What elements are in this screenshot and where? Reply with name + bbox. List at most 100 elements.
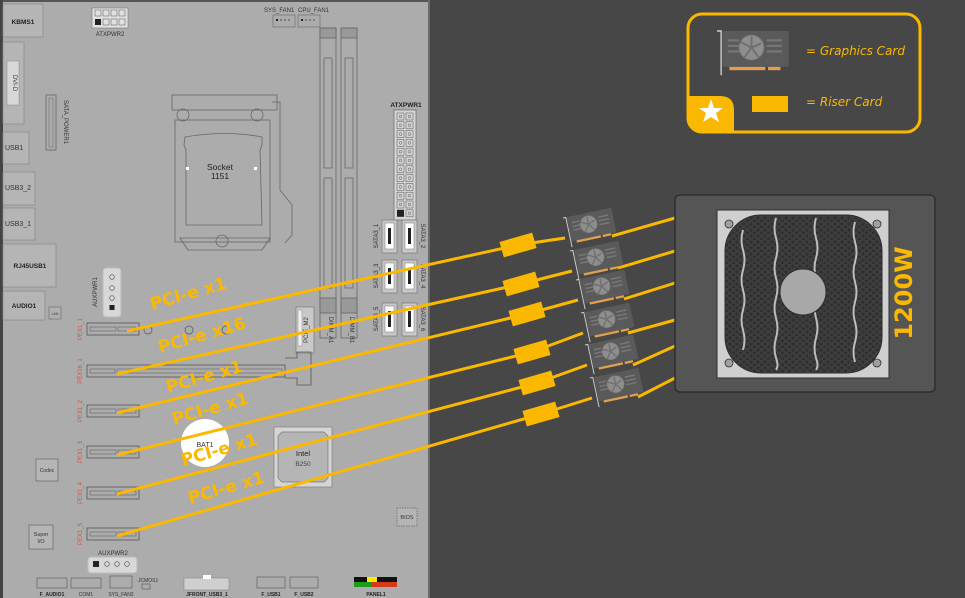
atx-pin-hole [407, 194, 412, 198]
riser-card [513, 339, 551, 365]
atxpwr1-connector: ATXPWR1 [390, 102, 422, 221]
svg-text:DIMM_B1: DIMM_B1 [348, 317, 354, 344]
atx-pin-hole [407, 176, 412, 180]
psu-screw [872, 219, 882, 229]
atx-pin [405, 139, 414, 147]
legend-box [686, 12, 922, 134]
atx-pin [396, 191, 405, 200]
panel1-header: PANEL1 [354, 577, 397, 598]
sata-power-connector: SATA_POWER1 [45, 94, 68, 151]
riser-usb-cable [116, 282, 522, 376]
pcie-slot-id-label: PEX1_2 [78, 399, 84, 422]
riser-card [518, 370, 556, 396]
legend-riser-card-icon [752, 96, 788, 112]
pcie-slot-id-label: PEX1_1 [78, 317, 84, 340]
f-usb2-header: F_USB2 [289, 576, 319, 598]
riser-usb-cable [126, 243, 519, 333]
atx-pin [396, 183, 405, 191]
atx-pin [405, 191, 414, 200]
atx-pin-hole [398, 132, 403, 136]
pcie-slot-id-label: PEX1_4 [78, 481, 84, 504]
svg-text:AUXPWR2: AUXPWR2 [98, 551, 128, 557]
svg-text:RJ45USB1: RJ45USB1 [14, 263, 47, 270]
psu-wattage-label: 1200W [890, 246, 918, 339]
svg-text:JCMOS1: JCMOS1 [138, 578, 159, 584]
auxpwr1-connector: AUXPWR1 [93, 267, 122, 318]
riser-usb-cable [116, 381, 538, 496]
riser-card [499, 232, 537, 258]
atx-pin [396, 130, 405, 138]
riser-usb-cable [116, 312, 528, 415]
atx-pin [405, 200, 414, 209]
jcmos-jumper: JCMOS1 [138, 578, 159, 590]
sata-port-label: SATA3_2 [419, 224, 425, 249]
atx-pin-hole [398, 141, 403, 145]
usb3-1-port: USB3_1 [2, 207, 36, 241]
atx-pin-hole [407, 150, 412, 154]
auxpwr2-connector: AUXPWR2 [87, 551, 138, 574]
atx-pin-hole [407, 167, 412, 171]
rj45-usb-port: RJ45USB1 [2, 243, 57, 288]
atx-pin [396, 156, 405, 165]
com-header: COM1 [70, 577, 102, 598]
atx-pin-hole [398, 114, 403, 119]
atx-pin-hole [407, 123, 412, 127]
svg-text:F_AUDIO1: F_AUDIO1 [40, 592, 65, 598]
atx-pin [405, 174, 414, 182]
atx-pin [396, 112, 405, 121]
atx-pin-hole [407, 132, 412, 136]
legend: = Graphics Card = Riser Card [686, 12, 922, 134]
atxpwr2-connector: ATXPWR2 [91, 7, 129, 38]
svg-text:F_USB2: F_USB2 [294, 592, 313, 598]
atx-pin-hole [407, 114, 412, 119]
legend-graphics-card-label: = Graphics Card [806, 44, 905, 58]
super-io-chip: Super I/O [28, 524, 54, 550]
jfront-usb3-header: JFRONT_USB3_1 [183, 575, 230, 598]
svg-text:ATXPWR1: ATXPWR1 [390, 102, 422, 109]
atx-pin [405, 165, 414, 174]
svg-text:ATXPWR2: ATXPWR2 [96, 32, 125, 38]
psu-fan-hub [779, 268, 827, 316]
atx-pin [405, 112, 414, 121]
riser-cables [116, 236, 593, 538]
psu-cables [611, 216, 676, 399]
lan-chip: LAN [48, 306, 62, 320]
star-icon [699, 99, 723, 122]
graphics-card [575, 269, 632, 311]
atx-pin [396, 121, 405, 130]
atx-pin [396, 174, 405, 182]
f-usb1-header: F_USB1 [256, 576, 286, 598]
legend-graphics-card-icon [716, 30, 790, 77]
riser-usb-cable [116, 412, 542, 538]
atx-pin-hole [407, 158, 412, 163]
svg-text:USB3_2: USB3_2 [5, 185, 31, 192]
atx-pin-hole [398, 194, 403, 198]
svg-text:Codec: Codec [40, 468, 55, 474]
atx-pin [396, 147, 405, 156]
svg-text:B250: B250 [295, 461, 311, 468]
sys-fan2-header: SYS_FAN2 [108, 575, 134, 598]
pcie-slot-id-label: PEX1_5 [78, 522, 84, 545]
atx-pin [397, 209, 404, 217]
dimm-b1-slot: DIMM_B1 [340, 27, 358, 344]
riser-card [502, 271, 540, 297]
svg-text:SYS_FAN1: SYS_FAN1 [264, 8, 295, 14]
sata-port-sata3-1: SATA3_1 [374, 219, 398, 254]
graphics-card [589, 367, 646, 409]
atx-pin-hole [407, 211, 412, 215]
psu-power-cable [627, 318, 676, 335]
svg-text:USB1: USB1 [5, 145, 23, 152]
psu-power-cable [611, 216, 676, 238]
sata-port-label: SATA3_1 [374, 223, 380, 248]
psu-grille-ribs [740, 217, 858, 371]
atx-pin [405, 121, 414, 130]
pcie-slot-pex1-5: PEX1_5 [78, 522, 140, 545]
cpu-fan1-header: CPU_FAN1 [297, 8, 330, 28]
sata-ports: SATA3_1SATA3_2SATA3_3SATA3_4SATA3_5SATA3… [374, 219, 425, 337]
atx-pin-hole [398, 123, 403, 127]
psu-power-cable [623, 281, 676, 301]
usb1-port: USB1 [2, 131, 30, 165]
dimm-a1-slot: DIMM_A1 [319, 27, 337, 344]
psu-power-cable [617, 249, 676, 270]
psu-power-cable [637, 376, 676, 399]
